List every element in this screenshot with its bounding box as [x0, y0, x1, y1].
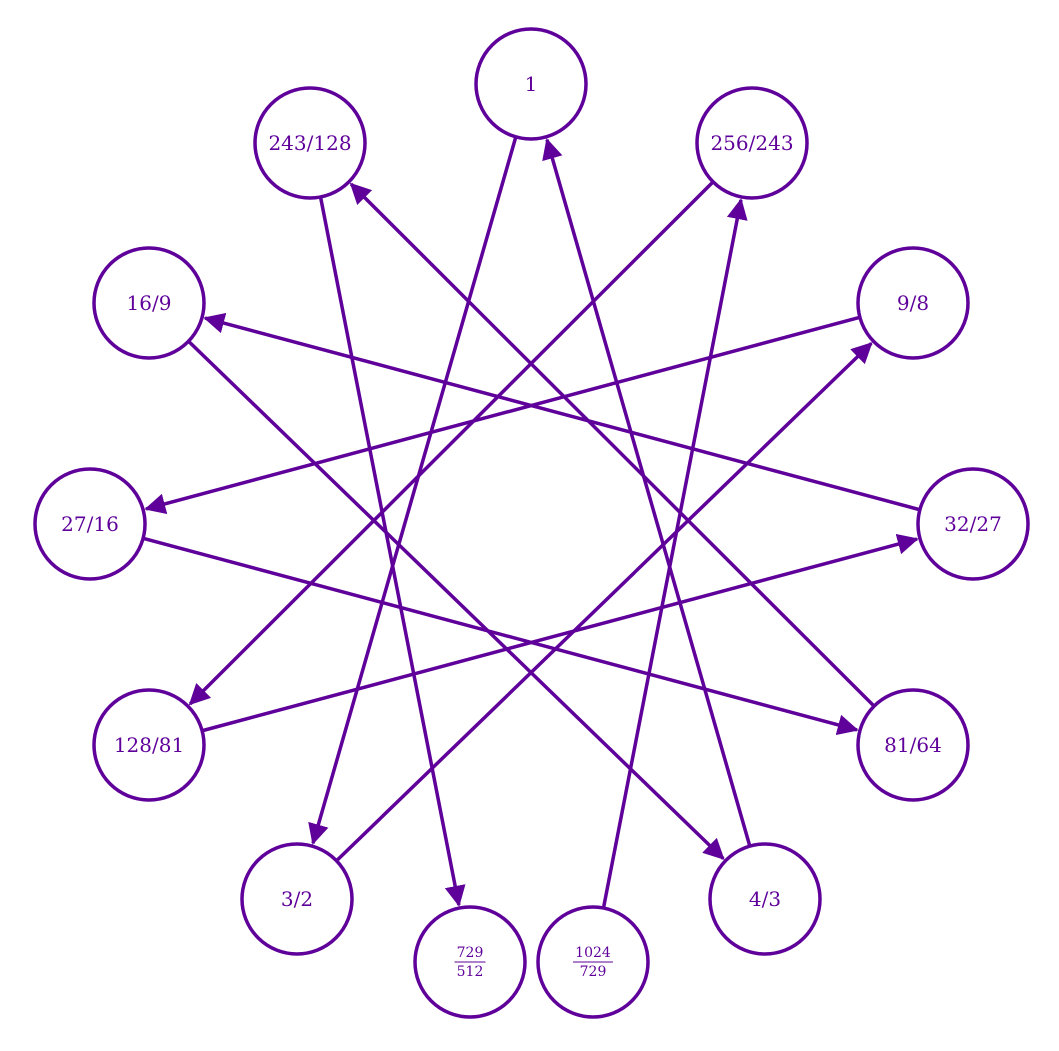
edge-arrow-n3_2-to-n9_8 [335, 342, 873, 863]
node-circle [856, 688, 970, 802]
node-n9_8: 9/8 [856, 246, 970, 360]
node-n1024_729: 1024 729 [536, 905, 650, 1019]
node-circle [33, 467, 147, 581]
node-denominator: 729 [580, 964, 607, 980]
node-n81_64: 81/64 [856, 688, 970, 802]
node-numerator: 729 [457, 945, 484, 961]
node-denominator: 512 [457, 964, 484, 980]
node-n243_128: 243/128 [253, 86, 367, 200]
node-label: 32/27 [944, 512, 1002, 536]
node-n3_2: 3/2 [240, 842, 354, 956]
edge-arrow-n128_81-to-n32_27 [201, 533, 919, 733]
edge-arrow-n1024_729-to-n256_243 [601, 198, 748, 909]
node-n16_9: 16/9 [92, 246, 206, 360]
node-n32_27: 32/27 [916, 467, 1030, 581]
node-label: 4/3 [749, 887, 781, 911]
edge-arrow-n27_16-to-n81_64 [142, 536, 859, 736]
node-circle [695, 86, 809, 200]
node-label: 128/81 [114, 733, 184, 757]
node-label: 1 [525, 72, 538, 96]
node-label: 27/16 [61, 512, 119, 536]
node-n4_3: 4/3 [708, 842, 822, 956]
node-circle [856, 246, 970, 360]
edge-arrow-n16_9-to-n4_3 [187, 339, 725, 860]
edge-arrow-n9_8-to-n27_16 [144, 315, 861, 515]
edge-arrow-n4_3-to-n1 [542, 138, 752, 847]
node-n1: 1 [474, 27, 588, 141]
node-n128_81: 128/81 [92, 688, 206, 802]
node-circle [916, 467, 1030, 581]
node-circle [92, 246, 206, 360]
node-circle [253, 86, 367, 200]
node-circle [708, 842, 822, 956]
node-circle [92, 688, 206, 802]
node-n256_243: 256/243 [695, 86, 809, 200]
edge-arrow-n243_128-to-n729_512 [318, 196, 466, 907]
node-numerator: 1024 [575, 945, 611, 961]
edge-arrow-n81_64-to-n243_128 [349, 182, 876, 708]
node-circle [474, 27, 588, 141]
node-label: 243/128 [268, 131, 351, 155]
edge-arrow-n32_27-to-n16_9 [203, 312, 921, 512]
node-label: 9/8 [897, 291, 929, 315]
node-label: 16/9 [127, 291, 172, 315]
node-label: 81/64 [884, 733, 942, 757]
edge-arrow-n256_243-to-n128_81 [188, 180, 715, 706]
node-circle [240, 842, 354, 956]
node-label: 3/2 [281, 887, 313, 911]
node-n27_16: 27/16 [33, 467, 147, 581]
node-label: 256/243 [710, 131, 793, 155]
edge-arrow-n1-to-n3_2 [308, 136, 518, 845]
